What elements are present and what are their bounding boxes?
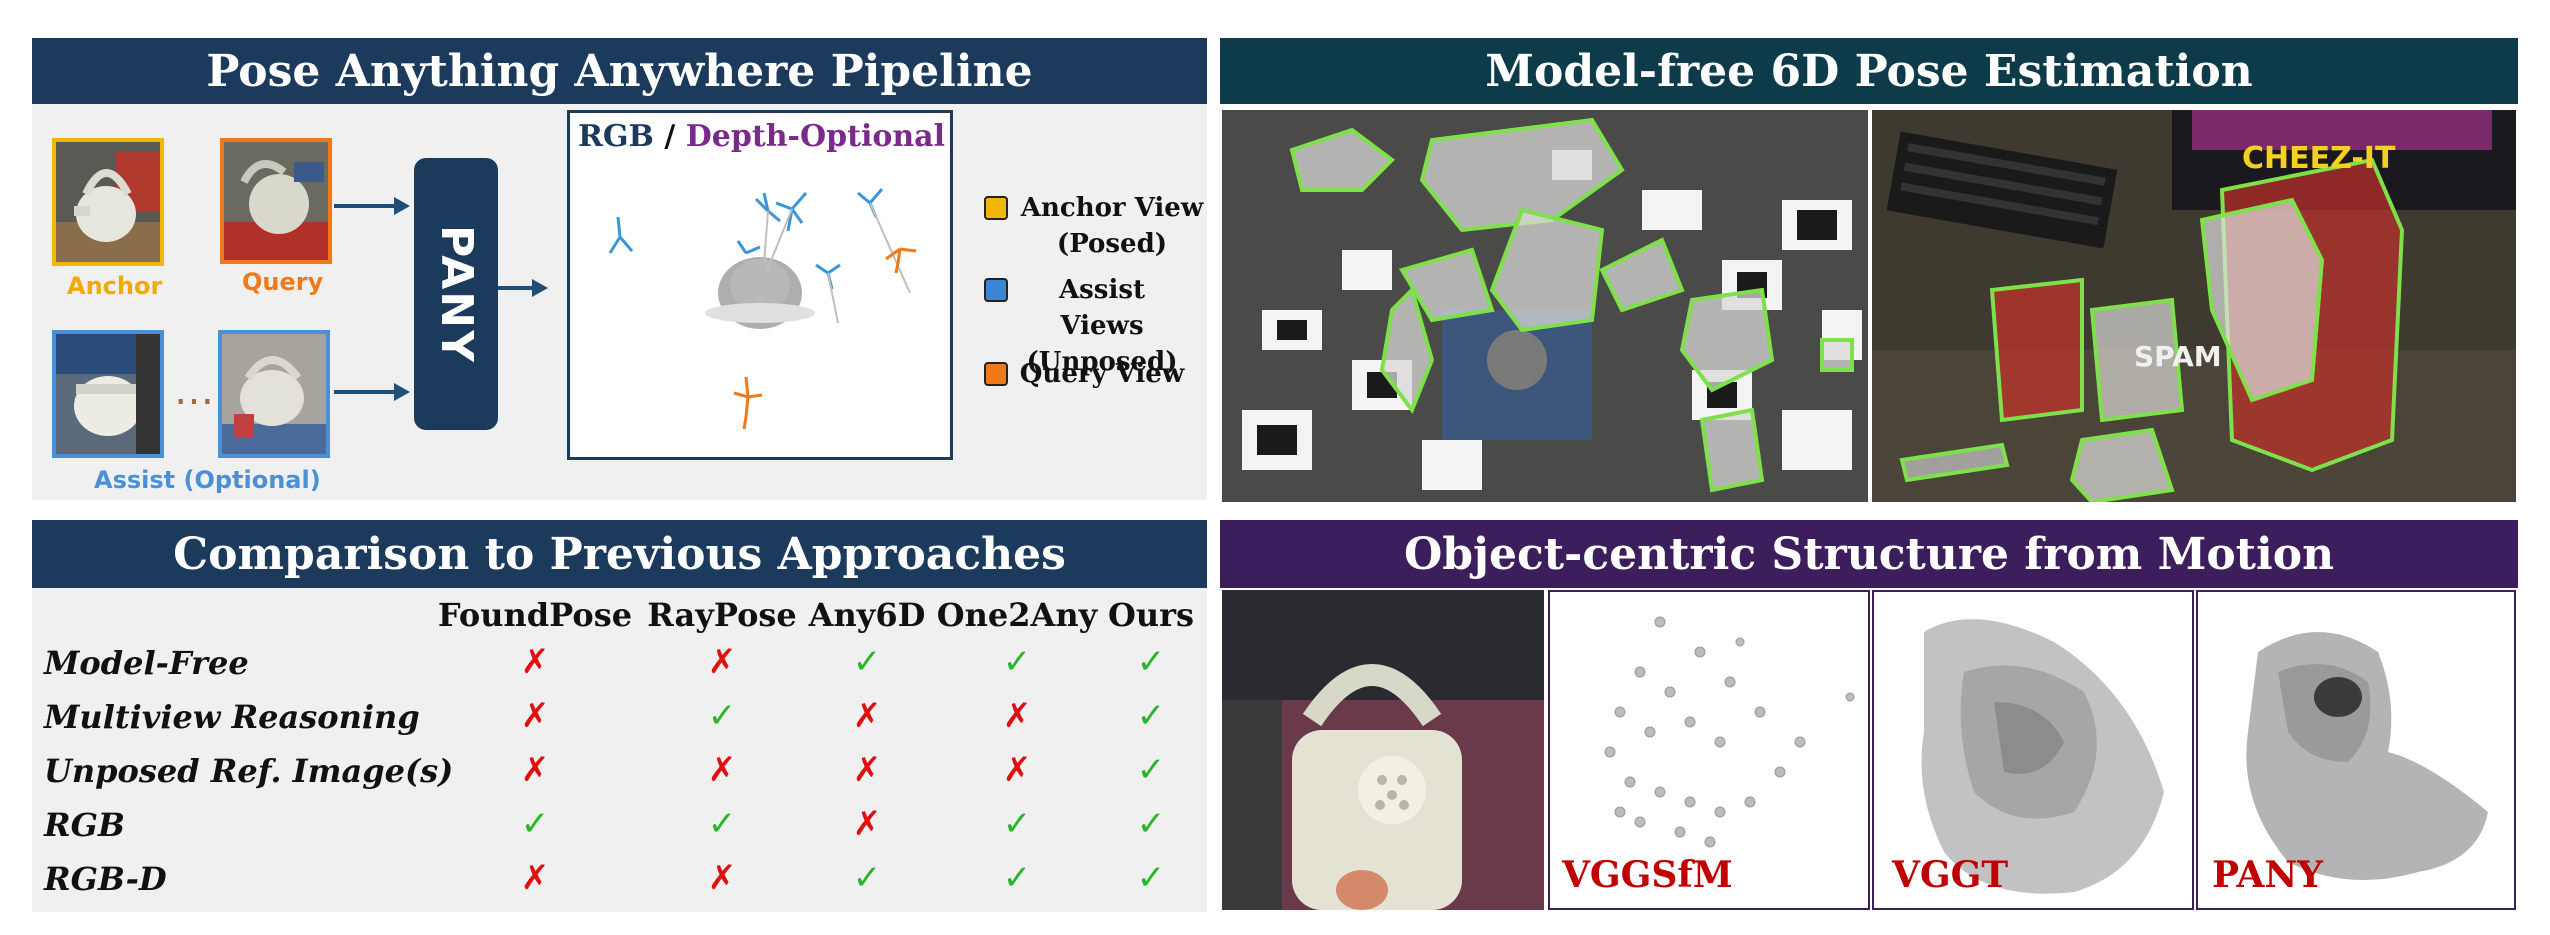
query-thumbnail bbox=[220, 138, 332, 264]
check-icon: ✓ bbox=[1136, 642, 1166, 682]
anchor-thumbnail bbox=[52, 138, 164, 266]
model-free-panel: Model-free 6D Pose Estimation bbox=[1220, 38, 2518, 504]
legend-anchor: Anchor View (Posed) bbox=[1020, 193, 1204, 259]
camera-poses-graphic bbox=[608, 188, 917, 430]
query-camera-icon bbox=[733, 247, 917, 430]
cross-icon: ✗ bbox=[520, 696, 550, 736]
cross-icon: ✗ bbox=[707, 858, 737, 898]
assist-swatch bbox=[984, 278, 1008, 302]
pipeline-title: Pose Anything Anywhere Pipeline bbox=[32, 38, 1207, 104]
check-icon: ✓ bbox=[520, 804, 550, 844]
check-icon: ✓ bbox=[852, 642, 882, 682]
vggsfm-result: VGGSfM bbox=[1548, 590, 1870, 910]
assist-ellipsis: … bbox=[174, 368, 214, 414]
watering-can-image bbox=[56, 334, 160, 454]
arrowhead-icon bbox=[394, 383, 410, 401]
row-label: Unposed Ref. Image(s) bbox=[44, 752, 454, 790]
method-label: VGGT bbox=[1892, 854, 2009, 896]
anchor-label: Anchor bbox=[67, 272, 163, 300]
input-video-frame bbox=[1222, 590, 1544, 910]
point-cloud-dense bbox=[1921, 619, 2164, 894]
vggt-result: VGGT bbox=[1872, 590, 2194, 910]
model-free-title: Model-free 6D Pose Estimation bbox=[1220, 38, 2518, 104]
legend-query: Query View bbox=[1019, 359, 1185, 389]
point-cloud-dense bbox=[2246, 632, 2488, 880]
query-swatch bbox=[984, 362, 1008, 386]
arrow-query-to-model bbox=[334, 204, 396, 208]
check-icon: ✓ bbox=[1002, 858, 1032, 898]
separator-text: / bbox=[653, 119, 686, 154]
check-icon: ✓ bbox=[1002, 804, 1032, 844]
sfm-panel: Object-centric Structure from Motion bbox=[1220, 520, 2518, 916]
scene-photo-right: SPAM CHEEZ-IT bbox=[1872, 110, 2516, 502]
arrow-model-to-render bbox=[498, 286, 534, 290]
column-header: One2Any bbox=[936, 596, 1098, 634]
depth-text: Depth-Optional bbox=[685, 119, 945, 154]
method-label: PANY bbox=[2212, 854, 2323, 896]
pany-result: PANY bbox=[2196, 590, 2516, 910]
check-icon: ✓ bbox=[707, 804, 737, 844]
comparison-title: Comparison to Previous Approaches bbox=[32, 520, 1207, 588]
watering-can-image bbox=[222, 334, 326, 454]
segmented-scene-image: SPAM CHEEZ-IT bbox=[1872, 110, 2516, 502]
cross-icon: ✗ bbox=[1002, 750, 1032, 790]
segmented-scene-image bbox=[1222, 110, 1868, 502]
assist-thumbnail-2 bbox=[218, 330, 330, 458]
row-label: RGB bbox=[44, 806, 125, 844]
cross-icon: ✗ bbox=[852, 804, 882, 844]
arrowhead-icon bbox=[394, 197, 410, 215]
scene-photo-left bbox=[1222, 110, 1868, 502]
cross-icon: ✗ bbox=[1002, 696, 1032, 736]
cross-icon: ✗ bbox=[520, 858, 550, 898]
cross-icon: ✗ bbox=[852, 750, 882, 790]
rgb-text: RGB bbox=[578, 119, 654, 154]
pose-render-view: RGB / Depth-Optional bbox=[567, 110, 953, 460]
legend-assist: Assist Views (Unposed) bbox=[1026, 275, 1178, 377]
check-icon: ✓ bbox=[1136, 750, 1166, 790]
pipeline-panel: Pose Anything Anywhere Pipeline Anchor Q… bbox=[32, 38, 1207, 500]
column-header: RayPose bbox=[647, 596, 797, 634]
query-label: Query bbox=[242, 268, 324, 296]
assist-label: Assist (Optional) bbox=[94, 466, 321, 494]
render-title: RGB / Depth-Optional bbox=[578, 119, 945, 154]
watering-can-image bbox=[224, 142, 328, 260]
check-icon: ✓ bbox=[852, 858, 882, 898]
row-label: Model-Free bbox=[44, 644, 249, 682]
column-header: FoundPose bbox=[437, 596, 633, 634]
cross-icon: ✗ bbox=[852, 696, 882, 736]
comparison-panel: Comparison to Previous Approaches FoundP… bbox=[32, 520, 1207, 912]
anchor-swatch bbox=[984, 196, 1008, 220]
point-cloud-sparse bbox=[1604, 616, 1855, 848]
assist-camera-icon bbox=[608, 216, 634, 254]
spam-label-art: SPAM bbox=[2134, 340, 2222, 373]
row-label: RGB-D bbox=[44, 860, 167, 898]
arrow-assist-to-model bbox=[334, 390, 396, 394]
check-icon: ✓ bbox=[1002, 642, 1032, 682]
assist-thumbnail-1 bbox=[52, 330, 164, 458]
arrowhead-icon bbox=[532, 279, 548, 297]
cross-icon: ✗ bbox=[707, 642, 737, 682]
cross-icon: ✗ bbox=[520, 642, 550, 682]
check-icon: ✓ bbox=[1136, 804, 1166, 844]
check-icon: ✓ bbox=[1136, 858, 1166, 898]
check-icon: ✓ bbox=[707, 696, 737, 736]
watering-can-image bbox=[56, 142, 160, 262]
check-icon: ✓ bbox=[1136, 696, 1166, 736]
column-header: Ours bbox=[1107, 596, 1194, 634]
model-block: PANY bbox=[414, 158, 498, 430]
watering-can-image bbox=[1222, 590, 1544, 910]
row-label: Multiview Reasoning bbox=[44, 698, 420, 736]
cross-icon: ✗ bbox=[707, 750, 737, 790]
cross-icon: ✗ bbox=[520, 750, 550, 790]
method-label: VGGSfM bbox=[1562, 854, 1733, 896]
box-label-art: CHEEZ-IT bbox=[2242, 141, 2396, 176]
column-header: Any6D bbox=[808, 596, 926, 634]
sfm-title: Object-centric Structure from Motion bbox=[1220, 520, 2518, 588]
model-name: PANY bbox=[430, 224, 482, 364]
